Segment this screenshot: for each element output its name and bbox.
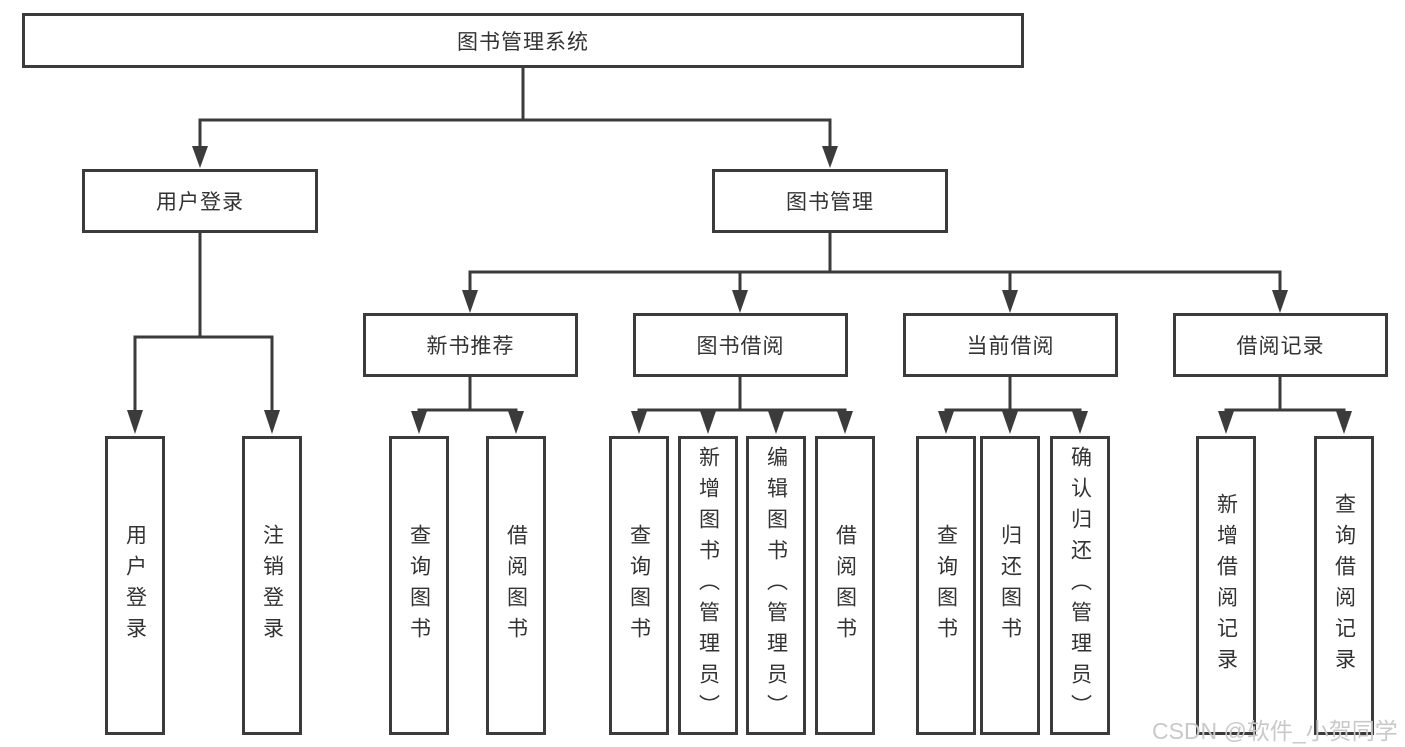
leaf-label: 新增图书（管理员） xyxy=(696,446,720,725)
leaf-label: 编辑图书（管理员） xyxy=(764,446,788,725)
arrowhead-icon xyxy=(127,410,143,434)
leaf-user-login: 用户登录 xyxy=(105,436,165,735)
leaf-label: 查询借阅记录 xyxy=(1332,492,1356,679)
node-label: 借阅记录 xyxy=(1236,335,1325,358)
node-label: 图书借阅 xyxy=(696,335,785,358)
leaf-label: 确认归还（管理员） xyxy=(1068,446,1092,725)
leaf-query-borrow-record: 查询借阅记录 xyxy=(1314,436,1374,735)
arrowhead-icon xyxy=(264,410,280,434)
node-book-borrow: 图书借阅 xyxy=(633,313,848,377)
arrowhead-icon xyxy=(462,290,478,313)
connector-current-children xyxy=(938,377,1088,434)
leaf-label: 查询图书 xyxy=(627,523,651,648)
leaf-label: 归还图书 xyxy=(998,523,1022,648)
arrowhead-icon xyxy=(1002,411,1018,434)
connector-recommend-children xyxy=(411,377,524,434)
leaf-borrow-books: 借阅图书 xyxy=(815,436,875,735)
node-user-login: 用户登录 xyxy=(82,169,318,233)
leaf-logout: 注销登录 xyxy=(242,436,302,735)
node-label: 图书管理系统 xyxy=(457,30,589,54)
leaf-add-books-admin: 新增图书（管理员） xyxy=(678,436,738,735)
arrowhead-icon xyxy=(508,411,524,434)
arrowhead-icon xyxy=(837,411,853,434)
leaf-label: 借阅图书 xyxy=(833,523,857,648)
arrowhead-icon xyxy=(1218,411,1234,434)
leaf-confirm-return-admin: 确认归还（管理员） xyxy=(1050,436,1110,735)
node-label: 当前借阅 xyxy=(966,335,1055,358)
arrowhead-icon xyxy=(938,411,954,434)
arrowhead-icon xyxy=(411,411,427,434)
leaf-label: 查询图书 xyxy=(934,523,958,648)
node-book-management: 图书管理 xyxy=(712,169,948,233)
arrowhead-icon xyxy=(631,411,647,434)
leaf-label: 用户登录 xyxy=(123,523,147,648)
leaf-recommend-query-books: 查询图书 xyxy=(389,436,449,735)
node-system-root: 图书管理系统 xyxy=(22,13,1024,68)
connector-book-mgmt-children xyxy=(462,233,1288,313)
leaf-current-query-books: 查询图书 xyxy=(916,436,976,735)
connector-root-to-level2 xyxy=(192,68,838,168)
arrowhead-icon xyxy=(1072,411,1088,434)
csdn-watermark: CSDN @软件_小贺同学 xyxy=(1152,718,1398,744)
leaf-return-books: 归还图书 xyxy=(980,436,1040,735)
arrowhead-icon xyxy=(700,411,716,434)
leaf-label: 注销登录 xyxy=(260,523,284,648)
arrowhead-icon xyxy=(192,146,208,168)
connector-user-login-children xyxy=(127,233,280,434)
node-borrow-records: 借阅记录 xyxy=(1173,313,1388,377)
arrowhead-icon xyxy=(822,146,838,168)
arrowhead-icon xyxy=(1272,290,1288,313)
arrowhead-icon xyxy=(1002,290,1018,313)
connector-records-children xyxy=(1218,377,1352,434)
leaf-borrow-query-books: 查询图书 xyxy=(609,436,669,735)
connector-borrow-children xyxy=(631,377,853,434)
leaf-add-borrow-record: 新增借阅记录 xyxy=(1196,436,1256,735)
leaf-label: 新增借阅记录 xyxy=(1214,492,1238,679)
node-current-borrow: 当前借阅 xyxy=(903,313,1118,377)
arrowhead-icon xyxy=(1336,411,1352,434)
arrowhead-icon xyxy=(732,290,748,313)
node-label: 图书管理 xyxy=(786,191,874,214)
node-new-book-recommend: 新书推荐 xyxy=(363,313,578,377)
leaf-recommend-borrow-books: 借阅图书 xyxy=(486,436,546,735)
leaf-label: 借阅图书 xyxy=(504,523,528,648)
leaf-edit-books-admin: 编辑图书（管理员） xyxy=(746,436,806,735)
node-label: 新书推荐 xyxy=(426,335,515,358)
leaf-label: 查询图书 xyxy=(407,523,431,648)
node-label: 用户登录 xyxy=(156,191,244,214)
arrowhead-icon xyxy=(768,411,784,434)
